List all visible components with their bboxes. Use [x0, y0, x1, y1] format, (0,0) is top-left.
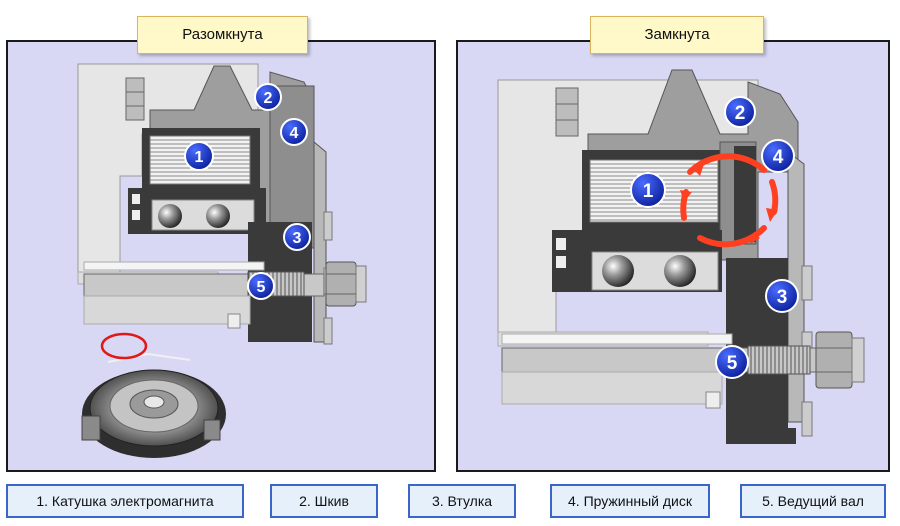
badge-4: 4: [280, 118, 308, 146]
svg-text:5: 5: [727, 353, 738, 374]
svg-text:3: 3: [293, 230, 302, 247]
badge-1: 1: [184, 141, 214, 171]
svg-text:3: 3: [777, 287, 788, 308]
legend-item-pulley: 2. Шкив: [270, 484, 378, 518]
svg-text:4: 4: [773, 147, 784, 168]
badge-3: 3: [283, 223, 311, 251]
svg-text:5: 5: [257, 279, 266, 296]
clutch-open-diagram: 2 4 1 3 5: [77, 63, 367, 458]
badge-2: 2: [724, 96, 756, 128]
svg-text:1: 1: [643, 181, 654, 202]
rotation-arrowheads: [680, 164, 778, 244]
svg-text:1: 1: [195, 149, 204, 166]
panel-open: 2 4 1 3 5: [6, 40, 436, 472]
panel-label-open: Разомкнута: [137, 16, 308, 54]
legend-item-spring-disc: 4. Пружинный диск: [550, 484, 710, 518]
badge-1: 1: [630, 172, 666, 208]
svg-text:4: 4: [290, 125, 299, 142]
badge-3: 3: [765, 279, 799, 313]
clutch-closed-diagram: 2 4 1 3 5: [497, 69, 865, 444]
svg-text:2: 2: [735, 103, 746, 124]
legend-item-coil: 1. Катушка электромагнита: [6, 484, 244, 518]
svg-text:2: 2: [264, 90, 273, 107]
panel-label-closed: Замкнута: [590, 16, 764, 54]
badge-4: 4: [761, 139, 795, 173]
clutch-photo: [81, 332, 226, 458]
legend-item-hub: 3. Втулка: [408, 484, 516, 518]
badge-5: 5: [247, 272, 275, 300]
badge-2: 2: [254, 83, 282, 111]
badge-5: 5: [715, 345, 749, 379]
legend-item-drive-shaft: 5. Ведущий вал: [740, 484, 886, 518]
highlight-circle: [100, 332, 148, 360]
panel-closed: 2 4 1 3 5: [456, 40, 890, 472]
